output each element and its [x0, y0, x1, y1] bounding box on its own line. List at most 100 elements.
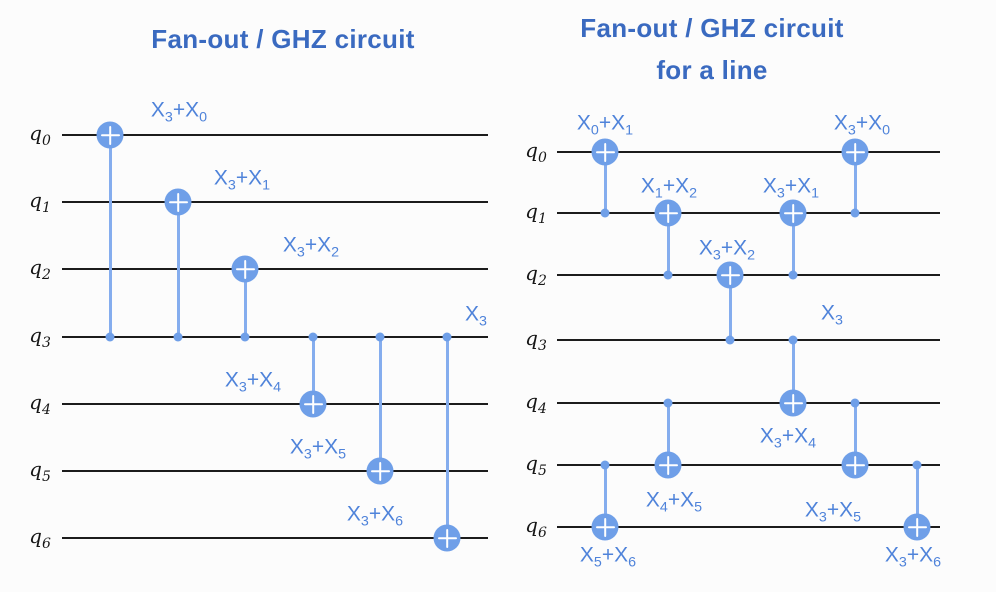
cnot-target-icon [591, 513, 619, 541]
plus-vertical-bar [853, 142, 857, 162]
cnot-connector [915, 465, 919, 527]
qubit-wire [62, 470, 488, 472]
plus-vertical-bar [853, 455, 857, 475]
qubit-label: q4 [29, 390, 51, 418]
qubit-label: q0 [525, 138, 547, 166]
plus-vertical-bar [378, 461, 382, 481]
state-label: X3+X6 [884, 543, 942, 571]
cnot-control-dot [173, 332, 183, 342]
plus-vertical-bar [445, 528, 449, 548]
cnot-target-icon [779, 199, 807, 227]
qubit-label: q5 [29, 457, 51, 485]
state-label: X3+X5 [804, 498, 862, 526]
plus-vertical-bar [311, 394, 315, 414]
qubit-wire [62, 336, 488, 338]
cnot-connector [176, 202, 180, 337]
qubit-label: q1 [29, 188, 51, 216]
state-label: X0+X1 [576, 111, 634, 139]
qubit-wire [557, 402, 940, 404]
right-circuit-title-line2: for a line [656, 55, 768, 85]
cnot-control-dot [600, 460, 610, 470]
cnot-target-icon [366, 457, 394, 485]
cnot-connector [853, 152, 857, 213]
cnot-connector [378, 337, 382, 471]
plus-vertical-bar [603, 142, 607, 162]
cnot-target-icon [164, 188, 192, 216]
left-circuit-title: Fan-out / GHZ circuit [151, 24, 415, 54]
state-label: X3+X0 [150, 98, 208, 126]
cnot-target-icon [841, 451, 869, 479]
cnot-target-icon [299, 390, 327, 418]
cnot-target-icon [654, 199, 682, 227]
qubit-label: q1 [525, 199, 547, 227]
plus-vertical-bar [666, 455, 670, 475]
plus-vertical-bar [176, 192, 180, 212]
cnot-connector [603, 152, 607, 213]
state-label: X3 [465, 302, 487, 330]
cnot-target-icon [779, 389, 807, 417]
qubit-label: q6 [525, 513, 547, 541]
qubit-label: q2 [29, 255, 51, 283]
qubit-wire [557, 526, 940, 528]
qubit-wire [557, 339, 940, 341]
cnot-control-dot [663, 270, 673, 280]
plus-vertical-bar [728, 265, 732, 285]
qubit-label: q3 [525, 326, 547, 354]
cnot-connector [445, 337, 449, 538]
plus-vertical-bar [915, 517, 919, 537]
qubit-wire [557, 274, 940, 276]
qubit-wire [62, 537, 488, 539]
plus-vertical-bar [791, 203, 795, 223]
state-label: X3+X4 [224, 368, 282, 396]
qubit-label: q0 [29, 121, 51, 149]
cnot-target-icon [231, 255, 259, 283]
state-label: X3+X0 [833, 111, 891, 139]
plus-vertical-bar [243, 259, 247, 279]
cnot-connector [243, 269, 247, 337]
qubit-wire [62, 201, 488, 203]
qubit-wire [62, 268, 488, 270]
cnot-control-dot [788, 270, 798, 280]
cnot-connector [603, 465, 607, 527]
qubit-wire [62, 134, 488, 136]
plus-vertical-bar [603, 517, 607, 537]
state-label: X5+X6 [579, 543, 637, 571]
cnot-target-icon [591, 138, 619, 166]
cnot-control-dot [375, 332, 385, 342]
cnot-target-icon [716, 261, 744, 289]
qubit-wire [557, 464, 940, 466]
qubit-label: q3 [29, 323, 51, 351]
state-label: X3+X2 [282, 233, 340, 261]
cnot-connector [666, 403, 670, 465]
plus-vertical-bar [108, 125, 112, 145]
state-label: X3+X2 [698, 236, 756, 264]
plus-vertical-bar [666, 203, 670, 223]
qubit-label: q2 [525, 261, 547, 289]
state-label: X3+X1 [762, 174, 820, 202]
cnot-connector [791, 340, 795, 403]
qubit-label: q5 [525, 451, 547, 479]
state-label: X1+X2 [640, 174, 698, 202]
state-label: X4+X5 [645, 488, 703, 516]
cnot-control-dot [788, 335, 798, 345]
qubit-label: q4 [525, 389, 547, 417]
cnot-control-dot [663, 398, 673, 408]
qubit-wire [62, 403, 488, 405]
cnot-control-dot [912, 460, 922, 470]
state-label: X3+X4 [759, 424, 817, 452]
cnot-target-icon [903, 513, 931, 541]
cnot-connector [853, 403, 857, 465]
cnot-control-dot [725, 335, 735, 345]
cnot-control-dot [442, 332, 452, 342]
qubit-wire [557, 212, 940, 214]
cnot-target-icon [654, 451, 682, 479]
qubit-label: q6 [29, 524, 51, 552]
cnot-connector [728, 275, 732, 340]
cnot-control-dot [850, 208, 860, 218]
cnot-target-icon [433, 524, 461, 552]
qubit-wire [557, 151, 940, 153]
cnot-control-dot [105, 332, 115, 342]
